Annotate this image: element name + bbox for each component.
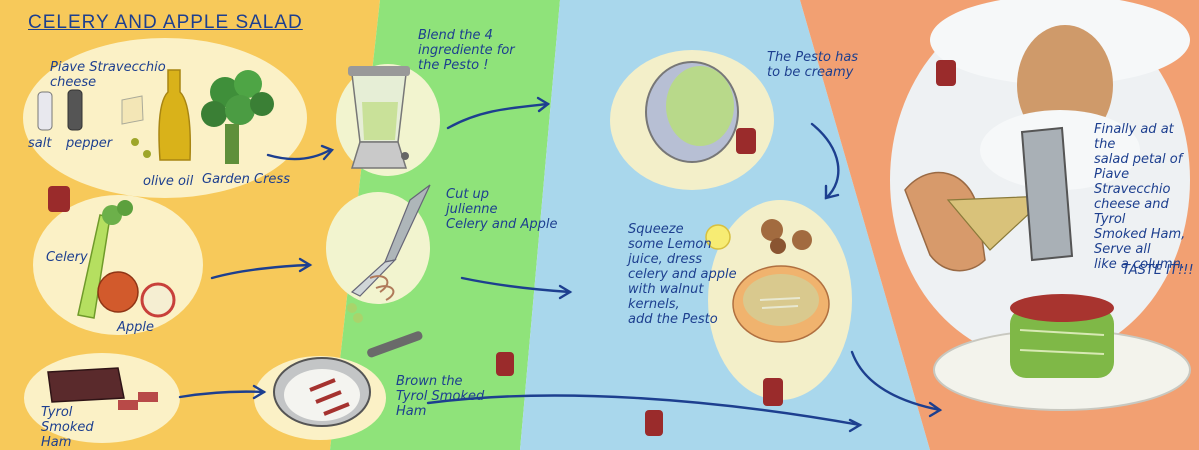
celery-leaves	[102, 205, 122, 225]
cheese-piece	[946, 195, 1050, 251]
blender	[348, 66, 410, 169]
arrow-to-blender	[266, 148, 332, 161]
page-title: CELERY AND APPLE SALAD	[28, 12, 303, 33]
process-arrows	[178, 96, 943, 433]
label-apple: Apple	[117, 320, 155, 335]
step-squeeze: Squeeze some Lemon juice, dress celery a…	[628, 222, 737, 327]
arrow-to-serve	[850, 350, 942, 412]
label-celery: Celery	[46, 250, 88, 265]
label-salt: salt	[28, 136, 52, 151]
walnut	[770, 238, 786, 254]
arrow-to-bowl	[810, 122, 840, 200]
arrow-to-pesto	[446, 102, 550, 130]
mascot-character	[496, 352, 514, 376]
salad-bowl	[732, 265, 830, 343]
step-blend: Blend the 4 ingrediente for the Pesto !	[418, 28, 515, 73]
walnut	[792, 230, 812, 250]
mascot-character	[645, 410, 663, 436]
arrow-head	[320, 144, 335, 161]
label-pepper: pepper	[66, 136, 113, 151]
pepper-shaker	[67, 89, 83, 131]
label-tyrol-ham: Tyrol Smoked Ham	[41, 405, 94, 450]
arrow-to-cut	[210, 263, 312, 280]
arrow-head	[558, 284, 573, 300]
arrow-head	[928, 401, 943, 418]
arrow-head	[298, 257, 313, 273]
step-cut: Cut up julienne Celery and Apple	[446, 187, 558, 232]
label-garden-cress: Garden Cress	[202, 172, 290, 187]
label-olive-oil: olive oil	[143, 174, 194, 189]
frying-pan	[273, 331, 423, 427]
smoked-ham	[47, 367, 125, 403]
step-brown: Brown the Tyrol Smoked Ham	[396, 374, 485, 419]
step-finally: Finally ad at the salad petal of Piave S…	[1094, 122, 1186, 272]
walnut	[761, 219, 783, 241]
arrow-to-pan	[178, 390, 266, 399]
knife-cutting	[347, 184, 431, 323]
cheese-wedge	[121, 95, 144, 125]
arrow-head	[848, 418, 863, 433]
mascot-character	[48, 186, 70, 212]
mascot-character	[763, 378, 783, 406]
cheese-grater	[1020, 126, 1074, 262]
arrow-head	[824, 184, 840, 200]
apple-half	[140, 282, 176, 318]
olive	[143, 150, 151, 158]
step-taste-it: TASTE IT!!!	[1122, 263, 1194, 278]
salad-column	[933, 294, 1191, 411]
olive-oil-bottle	[158, 69, 192, 161]
label-piave-cheese: Piave Stravecchio cheese	[50, 60, 166, 90]
olive	[131, 138, 139, 146]
ham-slice	[118, 400, 138, 410]
step-pesto-creamy: The Pesto has to be creamy	[767, 50, 859, 80]
arrow-head	[536, 96, 551, 113]
salt-shaker	[37, 91, 53, 131]
arrow-head	[252, 384, 267, 400]
arrow-to-plate	[426, 394, 862, 427]
arrow-to-dress	[460, 276, 572, 294]
ham-slice	[138, 392, 158, 402]
apple	[97, 271, 139, 313]
pesto-bowl	[645, 61, 739, 163]
mascot-character	[736, 128, 756, 154]
mascot-character	[936, 60, 956, 86]
celery-leaves	[117, 200, 133, 216]
garden-cress	[201, 70, 274, 164]
lemon	[705, 224, 731, 250]
